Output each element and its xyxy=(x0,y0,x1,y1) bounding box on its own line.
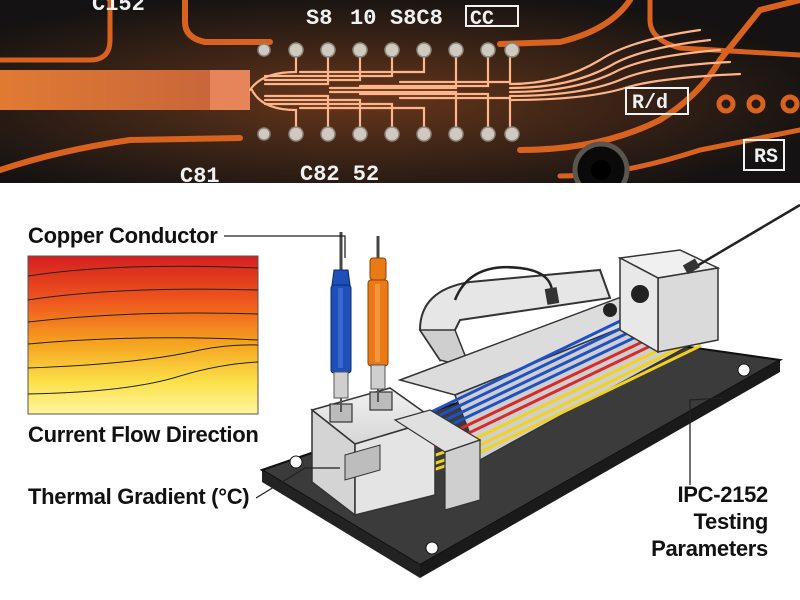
via-row-bottom xyxy=(257,126,520,142)
thermal-gradient-label: Thermal Gradient (°C) xyxy=(28,484,250,509)
silk-c81: C81 xyxy=(180,164,220,183)
silk-cc: CC xyxy=(470,8,494,31)
ipc-line-1: IPC-2152 xyxy=(677,482,768,507)
sensor-cables xyxy=(453,203,800,301)
blue-probe xyxy=(330,232,352,412)
silk-10: 10 xyxy=(350,6,376,31)
right-terminal-block xyxy=(603,249,721,354)
silk-rs: RS xyxy=(754,146,778,169)
silk-c152: C152 xyxy=(92,0,145,17)
current-flow-label: Current Flow Direction xyxy=(28,422,259,447)
pcb-closeup: C152 S8 10 S8C8 CC C82 52 C81 R/d RS xyxy=(0,0,800,183)
right-vias xyxy=(716,94,800,114)
silk-rd: R/d xyxy=(632,92,668,115)
ipc-line-2: Testing xyxy=(693,509,769,534)
silk-s8c8: S8C8 xyxy=(390,6,443,31)
thermal-gradient-swatch xyxy=(27,255,259,415)
ipc-line-3: Parameters xyxy=(651,536,768,561)
copper-pad xyxy=(0,70,215,110)
silk-c82: C82 52 xyxy=(300,162,379,183)
ipc-testing-label: IPC-2152 Testing Parameters xyxy=(651,481,768,562)
via-row-top xyxy=(257,42,520,58)
test-fixture-illustration xyxy=(27,203,800,578)
orange-probe xyxy=(367,236,389,402)
fine-traces xyxy=(248,28,742,132)
copper-conductor-label: Copper Conductor xyxy=(28,223,218,248)
silk-s8: S8 xyxy=(306,6,332,31)
left-terminal-block xyxy=(310,387,482,517)
leader-lines xyxy=(224,235,723,499)
